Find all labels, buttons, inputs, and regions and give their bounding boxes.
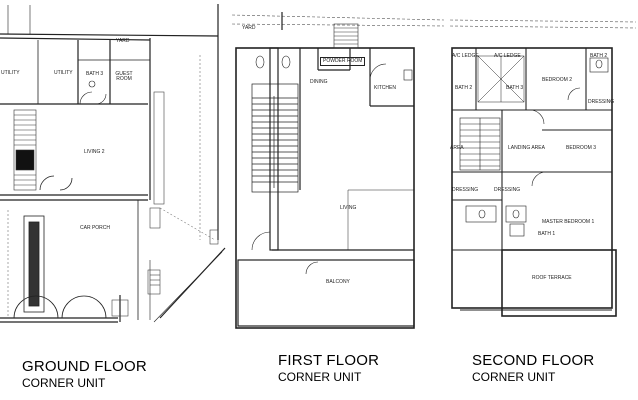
- second-floor-title: SECOND FLOOR: [472, 352, 595, 369]
- sf-room-ac-ledge-left: A/C LEDGE: [452, 53, 479, 59]
- sf-room-bath1: BATH 1: [538, 231, 556, 237]
- gf-room-utility-left: UTILITY: [1, 70, 20, 76]
- sf-room-master-bedroom: MASTER BEDROOM 1: [542, 219, 595, 225]
- gf-room-utility: UTILITY: [54, 70, 73, 76]
- ff-room-powder: POWDER ROOM: [320, 57, 366, 66]
- sf-room-bedroom2: BEDROOM 2: [542, 77, 573, 83]
- ff-room-living: LIVING: [340, 205, 357, 211]
- first-floor-caption: FIRST FLOOR CORNER UNIT: [278, 352, 379, 385]
- sf-room-bath2-left: BATH 2: [455, 85, 473, 91]
- second-floor-plan: A/C LEDGE A/C LEDGE BATH 2 BATH 3 BEDROO…: [446, 0, 638, 340]
- ground-floor-drawing: [0, 4, 226, 323]
- sf-room-dressing-left: DRESSING: [452, 187, 479, 193]
- ground-floor-subtitle: CORNER UNIT: [22, 376, 106, 390]
- sf-room-bedroom3: BEDROOM 3: [566, 145, 597, 151]
- sf-room-roof-terrace: ROOF TERRACE: [532, 275, 572, 281]
- ff-room-kitchen: KITCHEN: [374, 85, 396, 91]
- sf-room-area: AREA: [450, 145, 464, 151]
- first-floor-title: FIRST FLOOR: [278, 352, 380, 369]
- ground-floor-title: GROUND FLOOR: [22, 358, 147, 375]
- first-floor-drawing: [231, 12, 445, 329]
- sf-room-dressing-top: DRESSING: [588, 99, 615, 105]
- gf-room-car-porch: CAR PORCH: [80, 225, 111, 231]
- sf-room-bath2-right: BATH 2: [590, 53, 608, 59]
- ground-floor-caption: GROUND FLOOR CORNER UNIT: [22, 358, 147, 391]
- first-floor-subtitle: CORNER UNIT: [278, 370, 362, 384]
- second-floor-caption: SECOND FLOOR CORNER UNIT: [472, 352, 594, 385]
- ground-floor-plan: YARD UTILITY UTILITY BATH 3 GUEST ROOM L…: [0, 0, 228, 340]
- second-floor-subtitle: CORNER UNIT: [472, 370, 556, 384]
- sf-room-ac-ledge-right: A/C LEDGE: [494, 53, 521, 59]
- sf-room-dressing-mid: DRESSING: [494, 187, 521, 193]
- second-floor-drawing: [449, 19, 637, 317]
- gf-room-living: LIVING 2: [84, 149, 105, 155]
- ff-room-balcony: BALCONY: [326, 279, 350, 285]
- ff-room-dining: DINING: [310, 79, 328, 85]
- ff-room-yard: YARD: [242, 25, 256, 31]
- gf-room-yard: YARD: [116, 38, 130, 44]
- first-floor-plan: YARD POWDER ROOM DINING KITCHEN LIVING B…: [228, 0, 446, 340]
- gf-room-bath: BATH 3: [86, 71, 104, 77]
- sf-room-landing-area: LANDING AREA: [508, 145, 545, 151]
- sf-room-bath3: BATH 3: [506, 85, 524, 91]
- gf-room-guest: GUEST ROOM: [115, 71, 133, 82]
